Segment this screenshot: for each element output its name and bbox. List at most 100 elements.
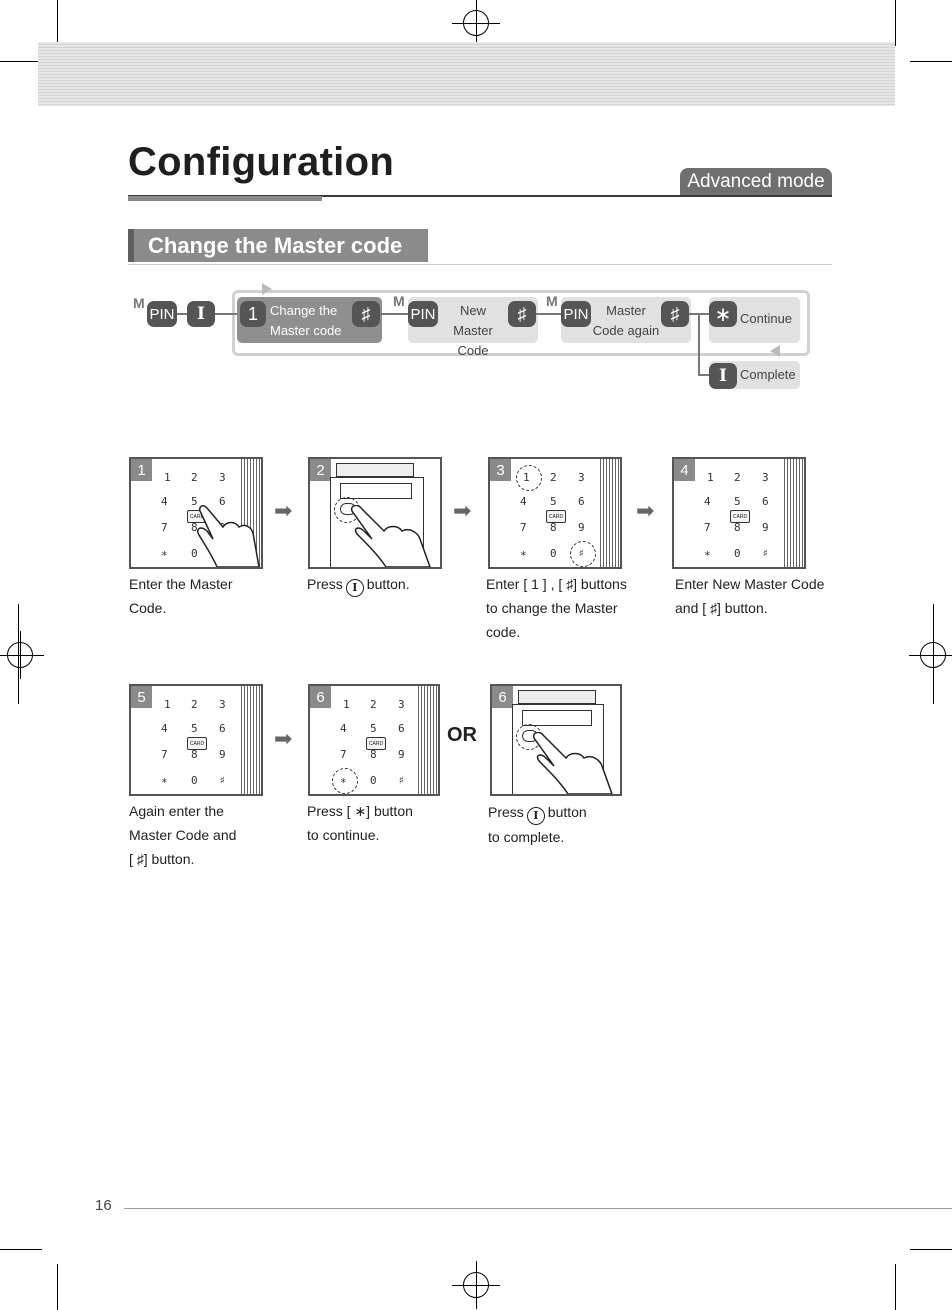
step-1-caption: Enter the Master Code.: [129, 576, 233, 616]
keypad-key: 5: [734, 495, 741, 508]
keypad-key: ∗: [161, 774, 168, 787]
crop-mark: [57, 1264, 58, 1310]
lock-window: [340, 483, 412, 499]
registration-mark: [452, 1261, 500, 1309]
crop-mark: [0, 61, 42, 62]
card-label: CARD: [366, 737, 386, 750]
i-button-icon: I: [345, 579, 364, 597]
star-key: ∗: [709, 301, 737, 327]
keypad-key: 0: [191, 774, 198, 787]
registration-mark: [0, 631, 44, 679]
step-4-image: 4 1 2 3 4 5 6 CARD 7 8 9 ∗ 0 ♯: [672, 457, 806, 569]
section-heading: Change the Master code: [128, 229, 428, 262]
return-arrow-icon: [770, 345, 780, 357]
connector: [698, 313, 700, 375]
keypad-key: 4: [161, 722, 168, 735]
keypad-key: 4: [161, 495, 168, 508]
crop-mark: [57, 0, 58, 46]
keypad-key: 7: [340, 748, 347, 761]
step-number: 5: [131, 686, 152, 708]
registration-mark: [452, 0, 500, 47]
keypad-key: 3: [219, 471, 226, 484]
keypad-key: 6: [762, 495, 769, 508]
lock-panel: [512, 704, 604, 794]
one-key: 1: [240, 301, 266, 327]
keypad-key: 5: [191, 495, 198, 508]
card-label: CARD: [187, 737, 207, 750]
page-title: Configuration: [128, 140, 395, 184]
i-key: I: [187, 301, 215, 327]
master-marker: M: [393, 293, 405, 309]
step-2-image: 2: [308, 457, 442, 569]
step-6-complete-image: 6: [490, 684, 622, 796]
keypad-key: 7: [704, 521, 711, 534]
pin-key: PIN: [147, 301, 177, 327]
step-number: 3: [490, 459, 511, 481]
keypad-key: ♯: [219, 774, 226, 787]
flow-loop-box: [232, 290, 810, 356]
keypad-key: 8: [370, 748, 377, 761]
finger-icon: [350, 505, 431, 567]
keypad-key: ∗: [704, 547, 711, 560]
keypad-key: 8: [734, 521, 741, 534]
crop-mark: [933, 604, 934, 704]
keypad-key: 6: [398, 722, 405, 735]
keypad-key: 0: [191, 547, 198, 560]
crop-mark: [0, 1249, 42, 1250]
keypad-key: 9: [578, 521, 585, 534]
keypad-key: ♯: [762, 547, 769, 560]
pin-key: PIN: [408, 301, 438, 327]
keypad-key: ♯: [398, 774, 405, 787]
keypad-key: 3: [219, 698, 226, 711]
connector: [380, 313, 410, 315]
step-4-caption: Enter New Master Code and [ ♯] button.: [675, 576, 825, 616]
keypad-key: 5: [550, 495, 557, 508]
keypad-key: 4: [704, 495, 711, 508]
highlight-circle: [516, 465, 542, 491]
keypad-key: 3: [762, 471, 769, 484]
keypad-key: 0: [370, 774, 377, 787]
step-number: 4: [674, 459, 695, 481]
step-again-label: Master Code again: [592, 303, 660, 338]
next-arrow-icon: ➡: [453, 498, 472, 523]
keypad-key: 1: [523, 471, 530, 484]
keypad-key: 2: [734, 471, 741, 484]
finger-icon: [532, 732, 613, 794]
complete-label: Complete: [740, 367, 796, 382]
keypad-key: 1: [707, 471, 714, 484]
step-5-caption: Again enter the Master Code and [ ♯] but…: [129, 803, 237, 867]
keypad-key: 9: [762, 521, 769, 534]
keypad-key: 2: [370, 698, 377, 711]
keypad-key: 8: [191, 748, 198, 761]
keypad-key: 6: [219, 722, 226, 735]
step-6-continue-caption: Press [ ∗] button to continue.: [307, 803, 413, 843]
keypad-key: 5: [191, 722, 198, 735]
step-1-image: 1 1 2 3 4 5 6 CARD 7 8 9 ∗ 0: [129, 457, 263, 569]
section-divider: [128, 264, 832, 265]
battery-cover: [336, 463, 414, 477]
title-divider-accent: [128, 196, 322, 201]
keypad-key: 7: [161, 748, 168, 761]
crop-mark: [895, 0, 896, 46]
step-number: 2: [310, 459, 331, 481]
step-number: 6: [492, 686, 513, 708]
next-arrow-icon: ➡: [636, 498, 655, 523]
step-new-label: New Master Code: [453, 303, 493, 358]
keypad-key: 6: [219, 495, 226, 508]
step-3-caption: Enter [ 1 ] , [ ♯] buttons to change the…: [486, 576, 627, 640]
connector: [536, 313, 562, 315]
keypad-key: ∗: [340, 774, 347, 787]
card-label: CARD: [546, 510, 566, 523]
keypad-key: 2: [191, 471, 198, 484]
finger-icon: [196, 505, 260, 567]
lock-rail: [239, 686, 261, 794]
continue-label: Continue: [740, 311, 793, 326]
step-6-continue-image: 6 1 2 3 4 5 6 CARD 7 8 9 ∗ 0 ♯: [308, 684, 440, 796]
crop-mark: [895, 1264, 896, 1310]
pin-key: PIN: [561, 301, 591, 327]
next-arrow-icon: ➡: [274, 498, 293, 523]
mode-tag: Advanced mode: [680, 168, 832, 196]
crop-mark: [18, 604, 19, 704]
title-divider: [128, 195, 832, 197]
keypad-key: 3: [578, 471, 585, 484]
